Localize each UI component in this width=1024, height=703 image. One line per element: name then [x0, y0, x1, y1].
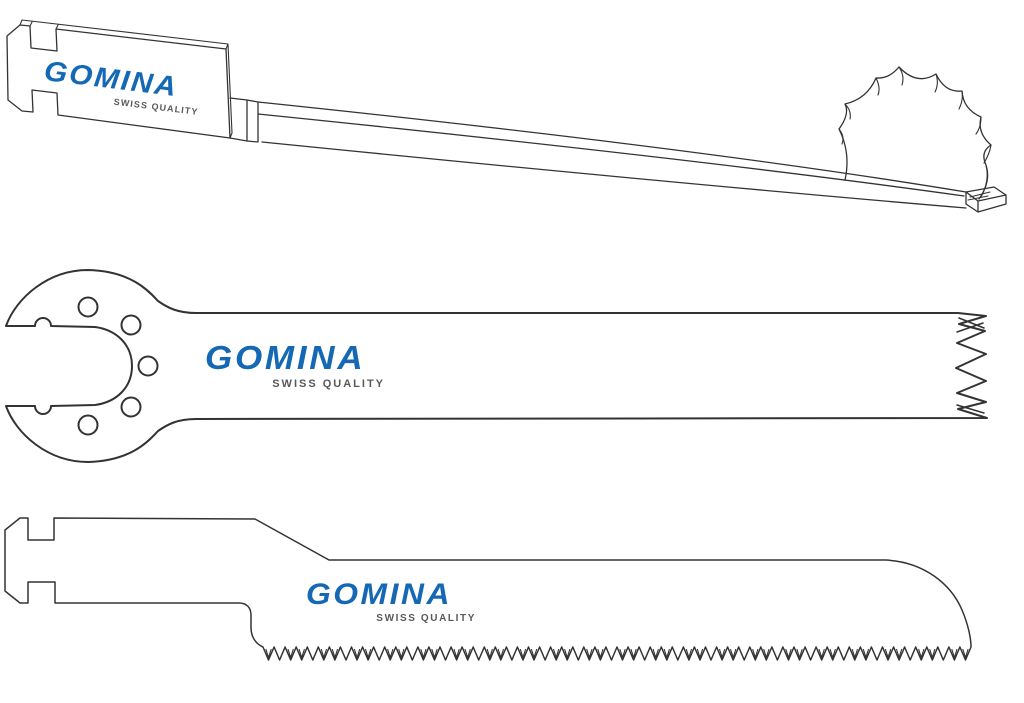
shaft-beam-lines — [257, 101, 967, 209]
hub-hole — [77, 414, 99, 436]
brand-logo-bottom-blade: GOMINA SWISS QUALITY — [306, 580, 476, 624]
serration-tooth-detail-lines — [265, 648, 969, 659]
reciprocating-blade-outline — [4, 517, 972, 661]
crown-head-outline — [838, 66, 992, 200]
crown-head-fold-lines — [838, 66, 992, 201]
brand-tagline: SWISS QUALITY — [376, 613, 476, 624]
mount-plate-thickness-lines — [19, 19, 233, 139]
hub-hole — [120, 396, 142, 418]
end-teeth-scribble-lines — [956, 317, 985, 414]
brand-wordmark: GOMINA — [205, 339, 366, 376]
neck-step — [229, 97, 259, 143]
hub-hole — [120, 314, 142, 336]
brand-wordmark: GOMINA — [306, 578, 452, 611]
brand-tagline: SWISS QUALITY — [272, 378, 385, 390]
hub-hole — [77, 296, 99, 318]
crown-saw-blade-drawing — [6, 19, 1007, 213]
mount-plate-outline — [6, 24, 231, 139]
brand-logo-middle-blade: GOMINA SWISS QUALITY — [205, 341, 385, 390]
oscillating-blade-outline — [5, 269, 988, 463]
oscillating-saw-blade-drawing — [5, 269, 988, 463]
hub-holes — [77, 296, 159, 436]
hub-hole — [137, 355, 159, 377]
reciprocating-saw-blade-drawing — [4, 517, 972, 661]
